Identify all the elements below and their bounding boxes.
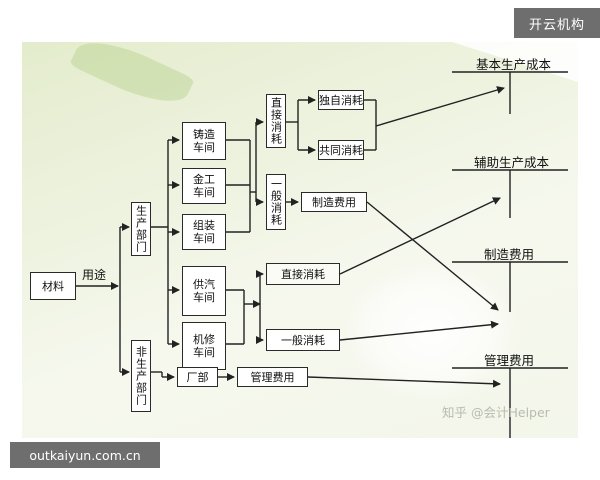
maintenance-workshop-label: 机修车间 (193, 333, 215, 359)
metalwork-workshop-label: 金工车间 (193, 173, 215, 199)
casting-workshop-label: 铸造车间 (193, 128, 215, 154)
material-box: 材料 (30, 272, 76, 300)
assembly-workshop-box: 组装车间 (182, 214, 226, 250)
general-consumption-label: 一般消耗 (269, 178, 283, 226)
connector-lines (76, 42, 578, 438)
material-label: 材料 (42, 279, 64, 293)
shared-consumption-label: 共同消耗 (319, 143, 363, 157)
bottom-left-watermark-text: outkaiyun.com.cn (29, 447, 141, 463)
shared-consumption-box: 共同消耗 (318, 140, 364, 160)
aux-direct-consumption-box: 直接消耗 (266, 263, 340, 285)
aux-general-consumption-label: 一般消耗 (281, 333, 325, 347)
manufacturing-expense-title: 制造费用 (484, 247, 535, 262)
direct-consumption-box: 直接消耗 (266, 94, 286, 148)
manufacturing-expense-box: 制造费用 (301, 192, 367, 212)
exclusive-consumption-box: 独自消耗 (318, 90, 364, 110)
steam-supply-workshop-box: 供汽车间 (182, 266, 226, 316)
exclusive-consumption-label: 独自消耗 (319, 93, 363, 107)
zhihu-watermark: 知乎 @会计Helper (442, 405, 550, 420)
general-consumption-box: 一般消耗 (266, 174, 286, 230)
production-dept-label: 生产部门 (134, 205, 148, 253)
metalwork-workshop-box: 金工车间 (182, 168, 226, 204)
non-production-dept-box: 非生产部门 (131, 340, 151, 412)
casting-workshop-box: 铸造车间 (182, 122, 226, 160)
management-expense-title: 管理费用 (484, 353, 535, 368)
direct-consumption-label: 直接消耗 (269, 97, 283, 145)
usage-label: 用途 (82, 268, 107, 282)
manufacturing-expense-box-label: 制造费用 (312, 195, 356, 209)
aux-general-consumption-box: 一般消耗 (266, 329, 340, 351)
factory-dept-label: 厂部 (186, 370, 209, 384)
production-dept-box: 生产部门 (131, 202, 151, 256)
top-right-watermark-badge: 开云机构 (514, 8, 600, 38)
auxiliary-production-cost-title: 辅助生产成本 (474, 155, 550, 170)
management-expense-box: 管理费用 (237, 367, 308, 387)
basic-production-cost-title: 基本生产成本 (476, 57, 552, 72)
top-right-watermark-text: 开云机构 (528, 17, 585, 33)
factory-dept-box: 厂部 (177, 367, 218, 387)
aux-direct-consumption-label: 直接消耗 (281, 267, 325, 281)
management-expense-box-label: 管理费用 (250, 370, 295, 384)
steam-supply-workshop-label: 供汽车间 (193, 278, 215, 304)
non-production-dept-label: 非生产部门 (134, 346, 148, 406)
assembly-workshop-label: 组装车间 (193, 219, 215, 245)
diagram-canvas: 材料 用途 生产部门 非生产部门 铸造车间 金工车间 组装车间 供汽车间 机修车… (22, 42, 578, 438)
bottom-left-watermark-badge: outkaiyun.com.cn (10, 442, 160, 468)
maintenance-workshop-box: 机修车间 (182, 322, 226, 370)
